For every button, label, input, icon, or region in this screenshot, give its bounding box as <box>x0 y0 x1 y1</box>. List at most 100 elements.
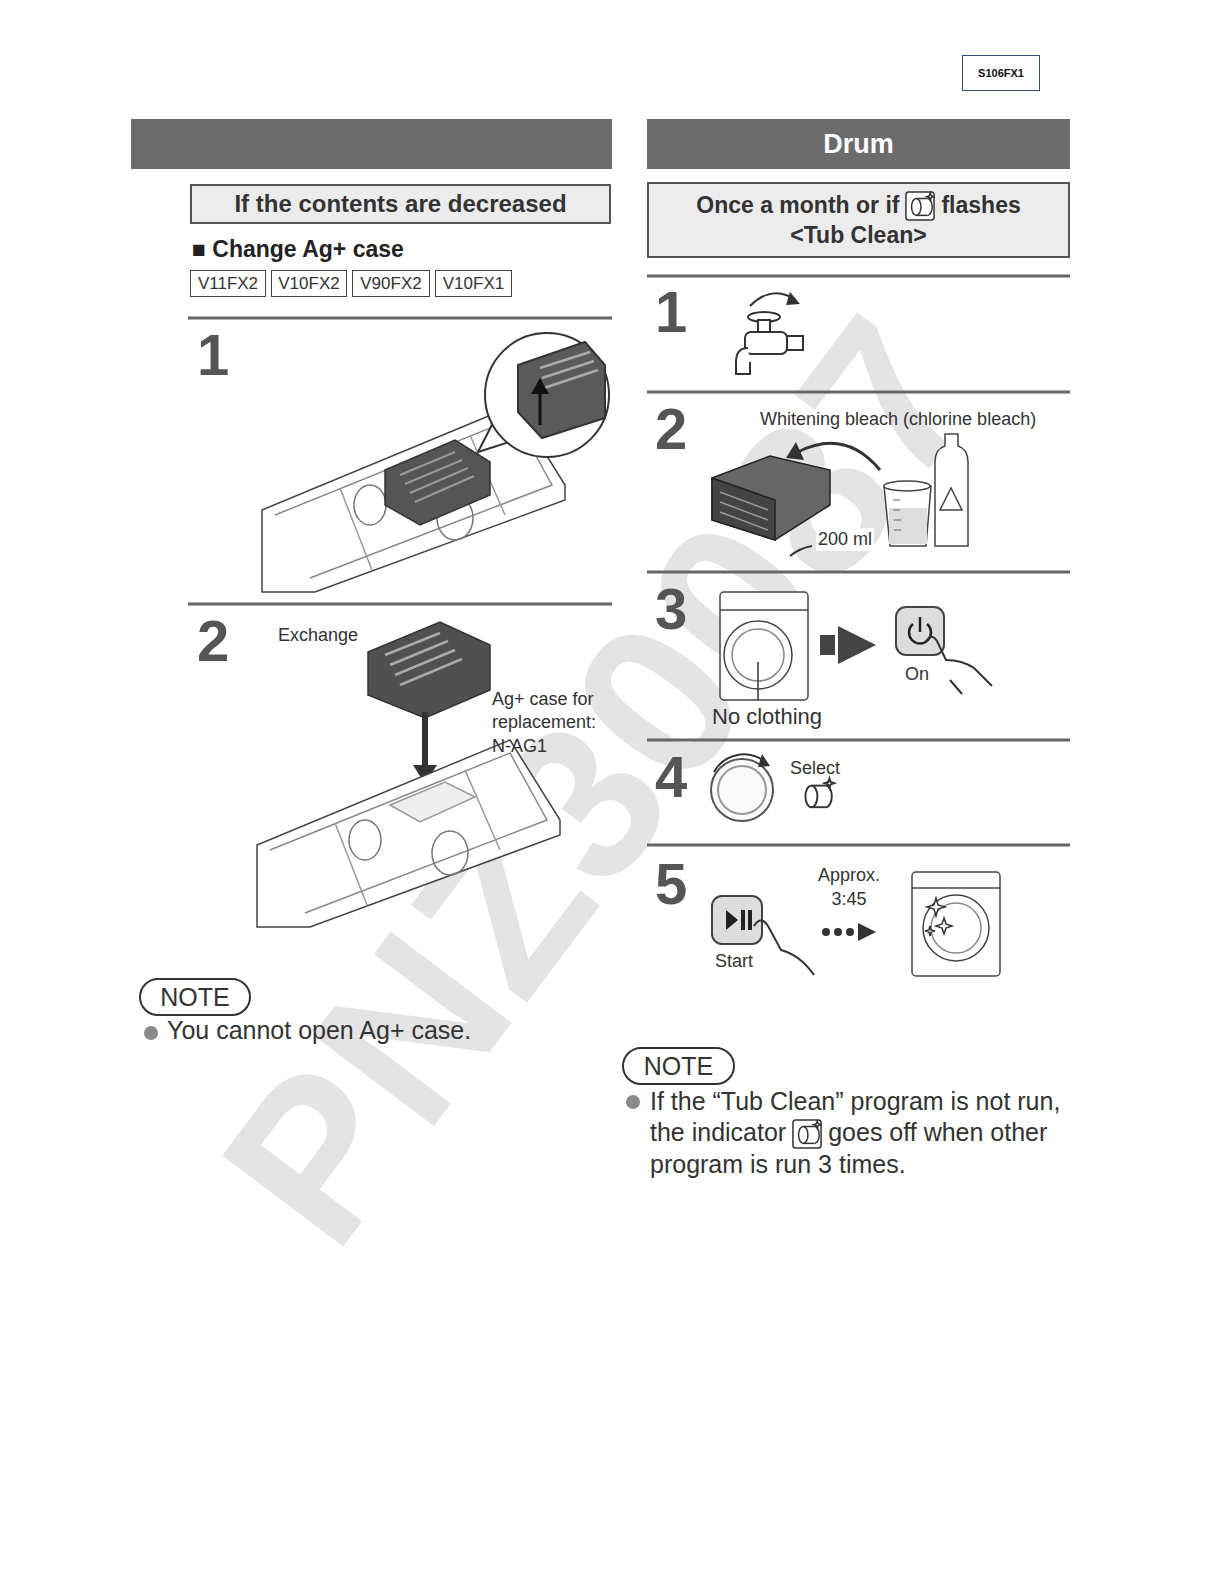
detergent-tray <box>257 740 560 927</box>
tub-clean-symbol <box>805 778 834 807</box>
replacement-case-part <box>368 622 490 718</box>
model-tag: V90FX2 <box>352 270 430 297</box>
power-button-part <box>926 637 992 686</box>
icon-part <box>927 193 935 201</box>
detergent-tray-part <box>432 831 468 875</box>
pour-arrow-part <box>786 442 804 460</box>
water-tap-part <box>786 292 800 305</box>
section-heading-box: Once a month or ifflashes<Tub Clean> <box>647 182 1070 258</box>
magnifier-part-part <box>544 370 598 388</box>
washing-machine-part <box>757 662 759 700</box>
note-text: You cannot open Ag+ case. <box>167 1016 471 1045</box>
washing-machine-part <box>720 609 808 611</box>
program-dial-part <box>711 759 773 821</box>
heading-text: <Tub Clean> <box>790 221 926 250</box>
clean-washing-machine-part <box>923 895 989 961</box>
model-box: S106FX1 <box>962 55 1040 91</box>
tub-clean-symbol-part <box>811 785 825 787</box>
detergent-tray-part-part <box>410 468 468 493</box>
bleach-bottle-part <box>935 434 968 546</box>
start-button-part <box>754 921 814 976</box>
callout-label: Start <box>715 950 753 973</box>
box-text: V90FX2 <box>360 274 421 294</box>
step-number: 1 <box>655 283 687 341</box>
program-dial-part <box>758 754 770 767</box>
time-label: Approx. 3:45 <box>810 863 888 912</box>
progress-arrow-part <box>846 928 854 936</box>
detergent-tray-part <box>335 823 367 905</box>
subheading: ■ Change Ag+ case <box>192 236 404 263</box>
water-tap-part <box>736 348 750 374</box>
detergent-tray-part <box>257 740 560 927</box>
header-band <box>131 119 612 169</box>
callout-label: Ag+ case for replacement: N-AG1 <box>492 688 617 758</box>
clean-washing-machine-part <box>936 918 952 934</box>
step-separators-part <box>647 739 1070 742</box>
tub-clean-icon <box>905 191 935 221</box>
step-number: 2 <box>197 612 229 670</box>
clean-washing-machine-part <box>927 898 945 916</box>
magnifier-part <box>485 333 609 457</box>
magnifier-part-part <box>542 361 594 378</box>
model-tag: V10FX1 <box>435 270 512 297</box>
detergent-tray-part-part <box>415 476 474 502</box>
detergent-tray-part <box>385 440 490 525</box>
program-dial-part <box>718 766 766 814</box>
box-text: NOTE <box>644 1052 713 1081</box>
water-tap-part <box>787 336 803 350</box>
box-text: NOTE <box>160 983 229 1012</box>
box-text: If the contents are decreased <box>234 190 566 218</box>
replacement-case <box>368 622 490 718</box>
water-tap <box>736 292 803 374</box>
power-button-part <box>919 617 922 632</box>
detergent-drawer-part <box>720 492 768 510</box>
icon-part <box>799 1127 808 1144</box>
bleach-bottle-part <box>940 488 962 510</box>
power-button-part <box>896 607 944 655</box>
heading-text: Once a month or if <box>696 191 899 220</box>
model-tag: V10FX2 <box>271 270 347 297</box>
progress-arrow-part <box>822 928 830 936</box>
program-dial-part <box>714 754 764 772</box>
progress-arrow <box>822 923 876 941</box>
tub-clean-symbol-part <box>811 806 825 808</box>
tub-clean-symbol-part <box>805 786 817 808</box>
pour-arrow-part <box>798 443 880 470</box>
progress-arrow-part <box>834 928 842 936</box>
detergent-drawer-part <box>720 502 768 520</box>
box-text: S106FX1 <box>978 67 1024 79</box>
block-arrow <box>820 626 876 664</box>
icon-part <box>793 1120 821 1148</box>
callout-label: Select <box>790 757 840 780</box>
heading-row: Once a month or ifflashes <box>696 191 1020 221</box>
measuring-cup <box>884 481 931 546</box>
replacement-case-part-part <box>390 641 448 665</box>
block-arrow-part <box>820 635 835 655</box>
callout-label: Exchange <box>278 624 358 647</box>
model-tag: V11FX2 <box>190 270 266 297</box>
box-text: V10FX2 <box>278 274 339 294</box>
clean-washing-machine <box>912 872 1000 976</box>
detergent-drawer <box>712 456 830 540</box>
measuring-cup-part-part <box>894 530 901 531</box>
step-number: 3 <box>655 580 687 638</box>
icon-part <box>799 1121 822 1144</box>
water-tap-part <box>745 332 787 354</box>
power-button-part <box>950 680 962 694</box>
pour-arrow <box>786 442 880 556</box>
box-text: Drum <box>823 129 894 160</box>
measuring-cup-part-part <box>893 510 900 511</box>
callout-label: Whitening bleach (chlorine bleach) <box>760 408 1036 431</box>
detergent-tray-part <box>400 452 474 502</box>
magnifier-part <box>518 342 605 438</box>
tub-clean-icon <box>792 1119 822 1149</box>
detergent-tray-part <box>354 485 386 525</box>
note-paragraph: If the “Tub Clean” program is not run, t… <box>650 1086 1075 1180</box>
start-button-part <box>741 910 745 930</box>
step-separators-part <box>647 391 1070 394</box>
detergent-tray-part <box>390 782 475 822</box>
magnifier-part <box>540 352 598 388</box>
pour-arrow-part <box>790 546 812 556</box>
icon-part <box>917 214 928 216</box>
measuring-cup-part <box>893 500 901 530</box>
